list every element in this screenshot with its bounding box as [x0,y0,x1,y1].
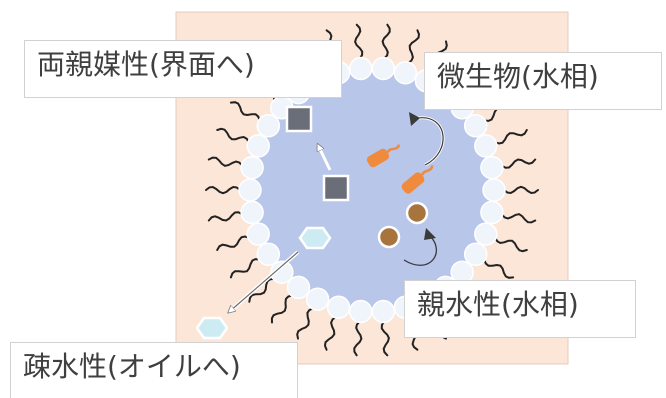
interface-bead [348,299,373,324]
interface-bead [480,200,504,225]
hydrophilic-label: 親水性(水相) [404,280,636,338]
hydrophobic-hexagon-icon [195,316,229,340]
interface-bead [463,242,488,266]
surfactant-tail [407,29,421,64]
surfactant-tail [229,101,261,122]
surfactant-tail [494,129,528,145]
surfactant-tail [354,23,364,60]
interface-bead [480,155,504,180]
surfactant-tail [248,277,276,303]
interface-beads [238,56,506,324]
hydrophobic-label: 疎水性(オイルへ) [10,342,298,398]
straight-arrow-icon [318,145,332,171]
surfactant-tail [494,236,528,253]
curved-arrow-icon [417,117,444,166]
surfactant-tail [503,185,539,195]
surfactant-tail [216,127,250,144]
curved-arrow-icon [424,228,436,240]
amphiphilic-square-icon [322,174,350,202]
interface-bead [393,60,418,85]
interface-bead [256,114,281,138]
interface-bead [348,56,373,81]
hydrophilic-particle-icon [405,201,429,225]
surfactant-tail [323,316,337,351]
surfactant-tail [207,156,244,167]
microbe-rod-icon [401,165,434,194]
interface-bead [305,287,330,311]
interface-bead [371,299,396,324]
interface-bead [482,178,506,202]
surfactant-tail [216,235,250,251]
surfactant-tail [270,294,294,324]
interface-bead [463,114,488,138]
interface-bead [240,200,264,225]
surfactant-tail [500,213,537,224]
surfactant-tail [207,211,244,222]
interface-bead [286,275,311,300]
interface-bead [240,155,264,180]
hydrophilic-particle-icon [377,225,401,249]
curved-arrow-icon [403,235,438,266]
interface-bead [270,260,294,284]
curved-arrow-icon [409,112,420,126]
surfactant-tail [500,158,537,169]
surfactant-tail [353,320,363,357]
microbe-rod-icon [366,144,401,168]
interface-bead [246,134,270,158]
surfactant-tail [296,307,315,340]
surfactant-tail [205,185,241,195]
interface-bead [474,222,498,246]
interface-bead [256,242,281,266]
interface-bead [238,178,262,202]
surfactant-tail [381,23,391,60]
interface-bead [474,134,498,158]
hydrophobic-hexagon-icon [298,226,332,250]
straight-arrow-icon [229,251,299,312]
surfactant-tail [229,258,261,279]
amphiphilic-square-icon [285,105,313,133]
surfactant-tail [483,258,515,279]
microbe-label: 微生物(水相) [424,52,662,110]
surfactant-tail [380,320,390,357]
amphiphilic-label: 両親媒性(界面へ) [24,40,342,98]
interface-bead [326,295,351,320]
interface-bead [371,56,396,81]
interface-bead [246,222,270,246]
